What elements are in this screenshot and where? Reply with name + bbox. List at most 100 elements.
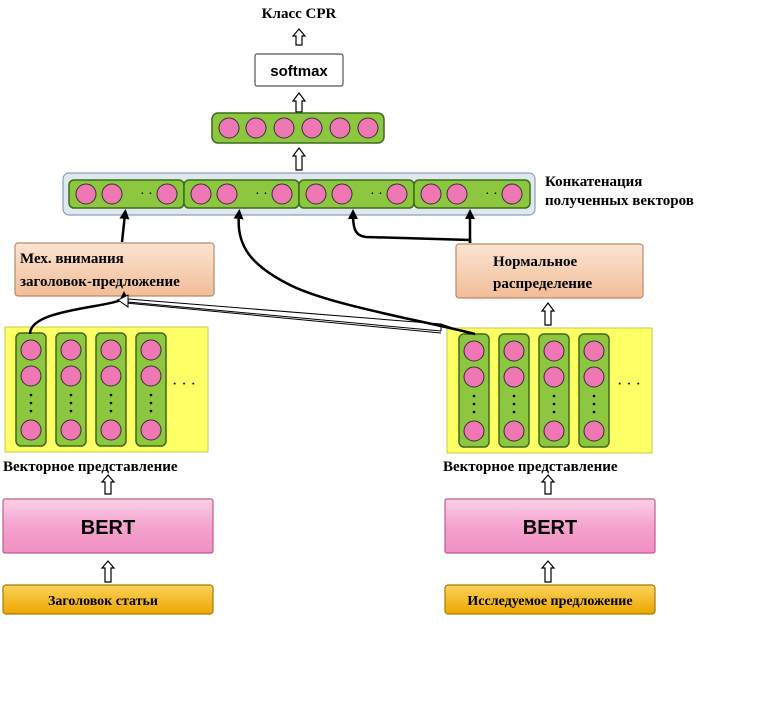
ellipsis-dot bbox=[109, 393, 113, 397]
vector-node bbox=[140, 339, 162, 361]
vector-node bbox=[60, 365, 82, 387]
right-input-box: Исследуемое предложение bbox=[444, 584, 656, 615]
ellipsis-icon: · · · bbox=[617, 376, 641, 393]
output-class-label: Класс CPR bbox=[262, 6, 337, 22]
ellipsis-dot bbox=[109, 401, 113, 405]
vector-node bbox=[463, 340, 485, 362]
embedding-column bbox=[538, 333, 570, 448]
hollow-arrow-icon bbox=[100, 560, 116, 583]
vector-node bbox=[543, 366, 565, 388]
ellipsis-dot bbox=[552, 402, 556, 406]
connection-arrow bbox=[348, 209, 472, 243]
right-embedding-panel: · · · bbox=[446, 327, 653, 454]
normal-distribution-box: Нормальное распределение bbox=[455, 243, 644, 299]
vector-node bbox=[463, 420, 485, 442]
ellipsis-dot bbox=[29, 409, 33, 413]
vector-node bbox=[329, 117, 351, 139]
hollow-arrow-icon bbox=[540, 560, 556, 583]
normal-label-line1: Нормальное bbox=[493, 254, 578, 270]
vector-node bbox=[583, 366, 605, 388]
ellipsis-dot bbox=[472, 410, 476, 414]
ellipsis-dot bbox=[149, 409, 153, 413]
vector-node bbox=[20, 419, 42, 441]
ellipsis-dot bbox=[512, 394, 516, 398]
ellipsis-dot bbox=[472, 394, 476, 398]
vector-node bbox=[386, 183, 408, 205]
vector-node bbox=[301, 117, 323, 139]
vector-node bbox=[75, 183, 97, 205]
ellipsis-dot bbox=[512, 402, 516, 406]
hollow-arrow-icon bbox=[291, 92, 307, 113]
ellipsis-dot bbox=[149, 393, 153, 397]
right-input-label: Исследуемое предложение bbox=[467, 594, 632, 609]
vector-node bbox=[60, 419, 82, 441]
ellipsis-dot bbox=[149, 401, 153, 405]
ellipsis-dot bbox=[69, 401, 73, 405]
concatenation-label-line1: Конкатенация bbox=[545, 174, 642, 190]
vector-node bbox=[543, 340, 565, 362]
ellipsis-dot bbox=[29, 393, 33, 397]
vector-node bbox=[273, 117, 295, 139]
vector-node bbox=[20, 339, 42, 361]
vector-node bbox=[100, 365, 122, 387]
vector-node bbox=[331, 183, 353, 205]
attention-box: Мех. внимания заголовок-предложение bbox=[14, 242, 215, 297]
softmax-box: softmax bbox=[254, 53, 344, 87]
ellipsis-icon: · · · bbox=[140, 187, 161, 202]
connection-arrow bbox=[119, 209, 130, 243]
vector-node bbox=[501, 183, 523, 205]
attention-label-line2: заголовок-предложение bbox=[20, 274, 180, 290]
vector-node bbox=[20, 365, 42, 387]
ellipsis-dot bbox=[592, 394, 596, 398]
vector-node bbox=[503, 420, 525, 442]
vector-node bbox=[446, 183, 468, 205]
ellipsis-dot bbox=[592, 402, 596, 406]
embedding-column bbox=[135, 332, 167, 447]
vector-node bbox=[271, 183, 293, 205]
vector-node bbox=[100, 339, 122, 361]
vector-node bbox=[583, 340, 605, 362]
ellipsis-dot bbox=[552, 394, 556, 398]
embedding-column bbox=[578, 333, 610, 448]
vector-node bbox=[463, 366, 485, 388]
vector-node bbox=[218, 117, 240, 139]
ellipsis-dot bbox=[512, 410, 516, 414]
left-vector-label: Векторное представление bbox=[3, 459, 178, 475]
left-input-label: Заголовок статьи bbox=[48, 594, 158, 609]
ellipsis-icon: · · · bbox=[172, 376, 196, 393]
vector-node bbox=[216, 183, 238, 205]
ellipsis-dot bbox=[552, 410, 556, 414]
ellipsis-dot bbox=[592, 410, 596, 414]
ellipsis-dot bbox=[109, 409, 113, 413]
hollow-arrow-icon bbox=[291, 147, 307, 171]
vector-node bbox=[140, 419, 162, 441]
vector-node bbox=[100, 419, 122, 441]
ellipsis-dot bbox=[29, 401, 33, 405]
vector-node bbox=[503, 366, 525, 388]
left-input-box: Заголовок статьи bbox=[2, 584, 214, 615]
ellipsis-dot bbox=[69, 393, 73, 397]
vector-node bbox=[357, 117, 379, 139]
vector-node bbox=[190, 183, 212, 205]
concatenation-label-line2: полученных векторов bbox=[545, 193, 694, 209]
right-vector-label: Векторное представление bbox=[443, 459, 618, 475]
hollow-arrow-icon bbox=[291, 28, 307, 46]
left-embedding-panel: · · · bbox=[4, 326, 209, 453]
vector-node bbox=[305, 183, 327, 205]
ellipsis-icon: · · · bbox=[370, 187, 391, 202]
left-bert-label: BERT bbox=[81, 517, 135, 539]
vector-node bbox=[60, 339, 82, 361]
vector-node bbox=[543, 420, 565, 442]
ellipsis-dot bbox=[472, 402, 476, 406]
ellipsis-dot bbox=[69, 409, 73, 413]
normal-label-line2: распределение bbox=[493, 276, 593, 292]
embedding-column bbox=[458, 333, 490, 448]
vector-node bbox=[245, 117, 267, 139]
vector-node bbox=[583, 420, 605, 442]
hollow-arrow-icon bbox=[540, 474, 556, 495]
ellipsis-icon: · · · bbox=[485, 187, 506, 202]
concatenation-panel: · · · · · · · · · · · · bbox=[62, 172, 536, 216]
vector-node bbox=[140, 365, 162, 387]
right-bert-box: BERT bbox=[444, 498, 656, 554]
